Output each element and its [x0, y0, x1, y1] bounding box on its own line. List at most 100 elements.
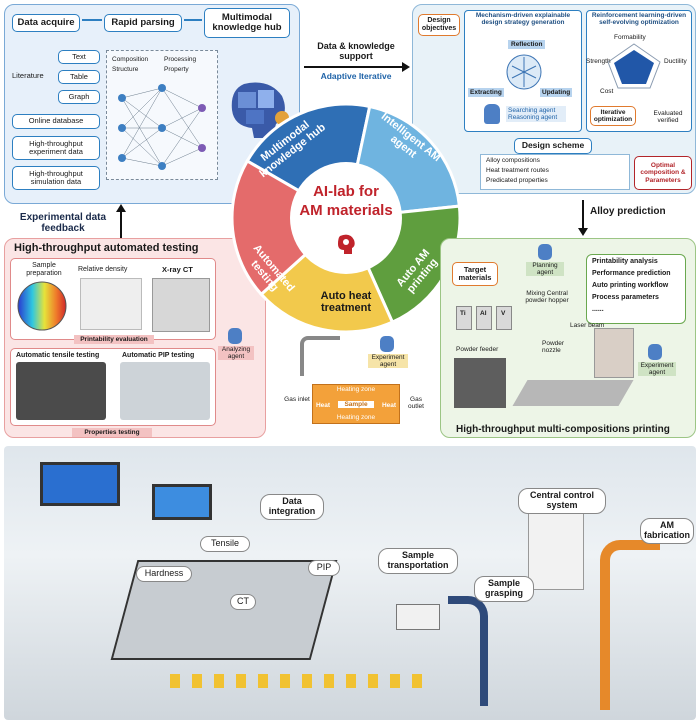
- robot-arm-orange: [600, 540, 660, 710]
- pip-label: Automatic PIP testing: [122, 352, 195, 359]
- hopper-al: [476, 306, 492, 330]
- feature-structure: Structure: [112, 66, 139, 73]
- radar-chart-icon: [607, 43, 661, 89]
- laser-photo: [594, 328, 634, 378]
- ai-brain-icon: [506, 54, 542, 90]
- center-title-2: AM materials: [299, 202, 393, 219]
- step-rapid-parsing: Rapid parsing: [104, 14, 182, 32]
- experiment-agent-label: Experiment agent: [638, 362, 676, 377]
- task-2: Performance prediction: [592, 270, 671, 277]
- lab-sample-grasping: Sample grasping: [474, 576, 534, 602]
- source-online-db: Online database: [12, 114, 100, 129]
- powder-al: Al: [480, 310, 487, 317]
- heat-agent-icon: [380, 336, 394, 352]
- powder-ti: Ti: [460, 310, 466, 317]
- extracting-label: Extracting: [468, 88, 504, 98]
- optimal-composition: Optimal composition & Parameters: [634, 156, 692, 190]
- print-bed: [512, 380, 634, 406]
- tensile-label: Automatic tensile testing: [16, 352, 100, 359]
- step-knowledge-hub: Multimodal knowledge hub: [204, 8, 290, 38]
- printing-caption: High-throughput multi-compositions print…: [456, 424, 670, 435]
- ai-lab-wheel: [230, 102, 462, 334]
- alloy-prediction-label: Alloy prediction: [590, 206, 666, 217]
- adaptive-label: Adaptive Iterative: [320, 71, 392, 81]
- lab-tensile: Tensile: [200, 536, 250, 552]
- analyzing-agent-icon: [228, 328, 242, 344]
- feature-composition: Composition: [112, 56, 149, 63]
- evaluated-verified: Evaluated verified: [653, 110, 683, 125]
- task-box: [586, 254, 686, 324]
- density-samples: [80, 278, 142, 330]
- wafer-heatmap-icon: [17, 281, 67, 331]
- radar-formability: Formability: [614, 34, 646, 41]
- mechanism-title: Mechanism-driven explainable design stra…: [475, 12, 571, 27]
- updating-label: Updating: [540, 88, 573, 98]
- wall-screen-2: [152, 484, 212, 520]
- lab-am-fabrication: AM fabrication: [640, 518, 694, 544]
- task-5: ......: [592, 306, 604, 313]
- scheme-heat: Heat treatment routes: [486, 167, 549, 174]
- feature-property: Property: [164, 66, 189, 73]
- step-data-acquire: Data acquire: [12, 14, 80, 32]
- heat-left: Heat: [315, 402, 331, 409]
- radar-strength: Strength: [586, 58, 611, 65]
- sector-testing: [230, 158, 349, 297]
- arrow-right-icon: [82, 19, 102, 21]
- source-ht-simulation: High-throughput simulation data: [12, 166, 100, 190]
- feeder-units: [454, 358, 506, 408]
- robot-agent-icon: [484, 104, 500, 124]
- mixing-label: Mixing Central powder hopper: [525, 290, 569, 305]
- design-objectives: Design objectives: [418, 14, 460, 36]
- laser-label: Laser beam: [570, 322, 605, 329]
- experimental-feedback-label: Experimental data feedback: [19, 212, 107, 234]
- iterative-optimization: Iterative optimization: [590, 106, 636, 126]
- task-1: Printability analysis: [592, 258, 658, 265]
- task-4: Process parameters: [592, 294, 659, 301]
- hopper-ti: [456, 306, 472, 330]
- heat-right: Heat: [381, 402, 397, 409]
- sector-heat: [259, 215, 395, 334]
- arrow-right-icon: [184, 19, 202, 21]
- printability-label: Printability evaluation: [74, 335, 154, 345]
- floor-chevrons: [170, 674, 430, 688]
- scheme-props: Predicated properties: [486, 177, 548, 184]
- planning-agent-label: Planning agent: [526, 262, 564, 277]
- planning-agent-icon: [538, 244, 552, 260]
- arrowhead-down-icon: [578, 228, 588, 236]
- data-knowledge-label: Data & knowledge support: [317, 41, 395, 61]
- heating-zone-bottom: Heating zone: [336, 414, 376, 421]
- radar-cost: Cost: [600, 88, 614, 95]
- pip-machine: [120, 362, 210, 420]
- task-3: Auto printing workflow: [592, 282, 669, 289]
- control-cabinet: [528, 500, 584, 590]
- density-label: Relative density: [78, 266, 128, 273]
- literature-label: Literature: [12, 71, 44, 80]
- robot-arm-blue: [448, 596, 488, 706]
- brain-head-icon: [338, 234, 355, 254]
- lab-ct: CT: [230, 594, 256, 610]
- lab-hardness: Hardness: [136, 566, 192, 582]
- lab-central-control: Central control system: [518, 488, 606, 514]
- design-scheme-title: Design scheme: [514, 138, 592, 154]
- lab-sample-transport: Sample transportation: [378, 548, 458, 574]
- feature-processing: Processing: [164, 56, 197, 63]
- xray-label: X-ray CT: [162, 265, 193, 274]
- feeder-label: Powder feeder: [456, 346, 499, 353]
- heating-zone-top: Heating zone: [336, 386, 376, 393]
- sample-prep-label: Sample preparation: [26, 262, 62, 277]
- arrowhead-up-icon: [116, 204, 126, 212]
- hopper-v: [496, 306, 512, 330]
- robot-arm-heat: [300, 336, 340, 376]
- lit-graph: Graph: [58, 90, 100, 104]
- lab-data-integration: Data integration: [260, 494, 324, 520]
- wall-screen-1: [40, 462, 120, 506]
- sector-heat-label: Auto heat treatment: [320, 290, 372, 315]
- heat-agent-label: Experiment agent: [368, 354, 408, 369]
- target-materials: Target materials: [452, 262, 498, 286]
- testing-title: High-throughput automated testing: [14, 242, 199, 254]
- gas-outlet: Gas outlet: [408, 396, 424, 411]
- search-reason-agents: Searching agent Reasoning agent: [506, 106, 566, 123]
- center-title-1: AI-lab for: [313, 183, 379, 200]
- lit-table: Table: [58, 70, 100, 84]
- xray-machine: [152, 278, 210, 332]
